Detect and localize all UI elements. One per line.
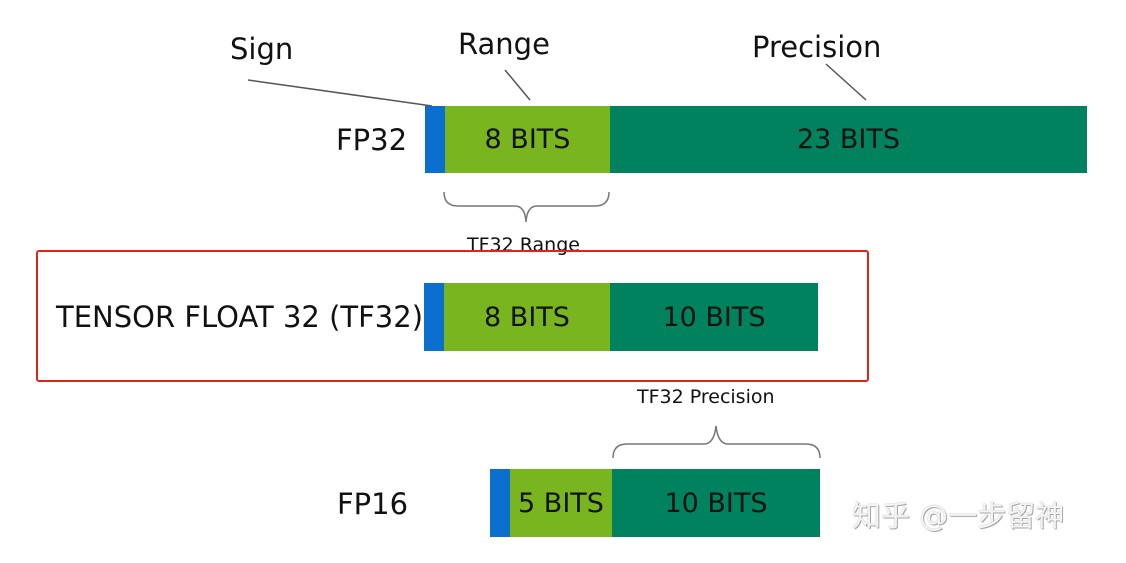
sign-callout-label: Sign	[230, 32, 294, 66]
fp16-mantissa-segment: 10 BITS	[612, 469, 820, 537]
fp16-bar: 5 BITS 10 BITS	[490, 469, 820, 537]
tf32-precision-label: TF32 Precision	[637, 386, 775, 408]
tf32-exponent-text: 8 BITS	[484, 301, 570, 333]
precision-callout-label: Precision	[752, 30, 882, 64]
fp32-exponent-segment: 8 BITS	[445, 106, 610, 173]
fp16-mantissa-text: 10 BITS	[664, 487, 768, 519]
fp16-exponent-segment: 5 BITS	[510, 469, 612, 537]
fp16-sign-segment	[490, 469, 510, 537]
tf32-label: TENSOR FLOAT 32 (TF32)	[56, 300, 424, 334]
tf32-range-label: TF32 Range	[467, 234, 580, 256]
fp32-sign-segment	[425, 106, 445, 173]
tf32-highlight-box	[36, 250, 869, 382]
range-leader-line	[504, 69, 531, 101]
tf32-precision-brace	[612, 425, 821, 459]
range-callout-label: Range	[458, 27, 550, 61]
tf32-mantissa-text: 10 BITS	[662, 301, 766, 333]
tf32-mantissa-segment: 10 BITS	[610, 283, 818, 351]
sign-leader-line	[247, 79, 433, 107]
fp16-exponent-text: 5 BITS	[518, 487, 604, 519]
tf32-range-brace	[443, 191, 610, 223]
fp32-label: FP32	[336, 123, 408, 157]
fp32-mantissa-text: 23 BITS	[796, 124, 901, 155]
tf32-exponent-segment: 8 BITS	[444, 283, 610, 351]
tf32-bar: 8 BITS 10 BITS	[424, 283, 818, 351]
fp32-mantissa-segment: 23 BITS	[610, 106, 1087, 173]
tf32-sign-segment	[424, 283, 444, 351]
fp16-label: FP16	[337, 487, 409, 521]
precision-leader-line	[825, 63, 867, 101]
zhihu-watermark: 知乎 @一步留神	[852, 499, 1065, 533]
fp32-exponent-text: 8 BITS	[484, 124, 571, 155]
fp32-bar: 8 BITS 23 BITS	[425, 106, 1087, 173]
